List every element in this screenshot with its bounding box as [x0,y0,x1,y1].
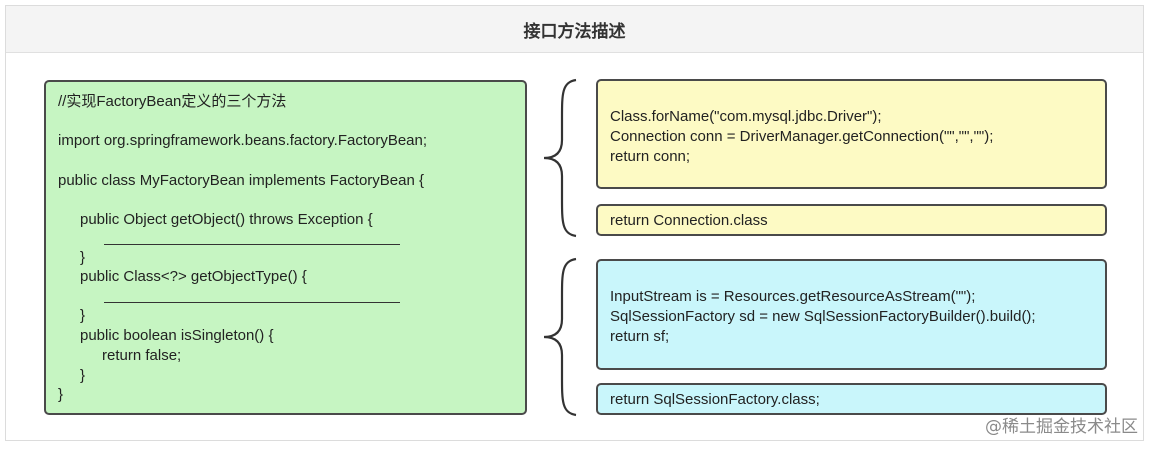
getobject-blank-underline [104,244,400,245]
code-issingleton-line: public boolean isSingleton() { [80,327,274,344]
code-comment-line: //实现FactoryBean定义的三个方法 [58,93,287,110]
mybatis-line-3: return sf; [610,328,670,345]
code-close-brace-1: } [80,249,86,266]
jdbc-type-line: return Connection.class [610,212,768,229]
code-getobjecttype-line: public Class<?> getObjectType() { [80,268,307,285]
code-getobject-line: public Object getObject() throws Excepti… [80,211,373,228]
mybatis-getobjecttype-box: return SqlSessionFactory.class; [596,383,1107,415]
jdbc-line-1: Class.forName("com.mysql.jdbc.Driver"); [610,108,882,125]
factorybean-code-box: //实现FactoryBean定义的三个方法 import org.spring… [44,80,527,415]
site-watermark: @稀土掘金技术社区 [985,417,1138,437]
code-close-brace-3: } [80,367,86,384]
code-import-line: import org.springframework.beans.factory… [58,132,428,149]
mybatis-type-line: return SqlSessionFactory.class; [610,391,820,408]
upper-curly-brace [543,78,577,238]
lower-curly-brace [543,257,577,417]
diagram-title: 接口方法描述 [6,6,1143,53]
mybatis-line-2: SqlSessionFactory sd = new SqlSessionFac… [610,308,1036,325]
jdbc-getobject-box: Class.forName("com.mysql.jdbc.Driver"); … [596,79,1107,189]
getobjecttype-blank-underline [104,302,400,303]
jdbc-getobjecttype-box: return Connection.class [596,204,1107,236]
code-close-brace-2: } [80,307,86,324]
code-close-brace-class: } [58,386,64,403]
code-return-false-line: return false; [102,347,182,364]
jdbc-line-3: return conn; [610,148,691,165]
code-class-decl-line: public class MyFactoryBean implements Fa… [58,172,424,189]
mybatis-getobject-box: InputStream is = Resources.getResourceAs… [596,259,1107,370]
jdbc-line-2: Connection conn = DriverManager.getConne… [610,128,994,145]
mybatis-line-1: InputStream is = Resources.getResourceAs… [610,288,976,305]
